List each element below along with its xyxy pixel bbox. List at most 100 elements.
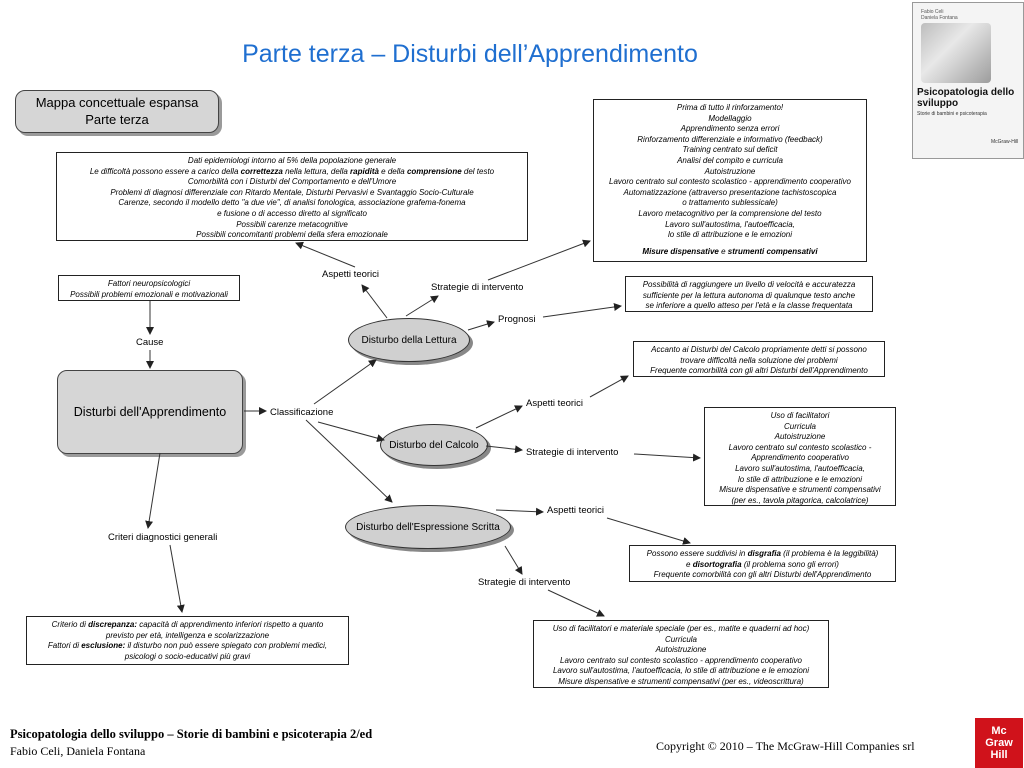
note-line: Uso di facilitatori xyxy=(770,411,830,420)
book-authors: Fabio Celi Daniela Fontana xyxy=(921,9,958,21)
note-line: trovare difficoltà nella soluzione dei p… xyxy=(680,355,838,365)
node-disturbo-calcolo: Disturbo del Calcolo xyxy=(380,424,488,466)
note-line: Lavoro centrato sul contesto scolastico … xyxy=(609,177,851,187)
node-calcolo-label: Disturbo del Calcolo xyxy=(389,439,479,451)
note-scritta-teorici: Possono essere suddivisi in disgrafia (i… xyxy=(629,545,896,582)
note-line: lo stile di attribuzione e le emozioni xyxy=(737,474,863,484)
mcgraw-hill-logo: Mc Graw Hill xyxy=(975,718,1023,768)
book-publisher: McGraw-Hill xyxy=(991,139,1019,145)
note-line: psicologi o socio-educativi più gravi xyxy=(124,651,251,661)
footer-copyright: Copyright © 2010 – The McGraw-Hill Compa… xyxy=(656,739,915,753)
label-aspetti-teorici-calcolo: Aspetti teorici xyxy=(526,398,584,409)
note-line: Frequente comorbilità con gli altri Dist… xyxy=(653,570,872,580)
note-fattori: Fattori neuropsicologici Possibili probl… xyxy=(58,275,240,301)
note-line: e disortografia (il problema sono gli er… xyxy=(686,559,839,569)
arrow xyxy=(467,320,495,331)
logo-line-2: Graw xyxy=(985,737,1013,749)
arrow xyxy=(504,545,523,575)
note-line: (per es., tavola pitagorica, calcolatric… xyxy=(731,495,869,505)
book-cover-image: Fabio Celi Daniela Fontana Psicopatologi… xyxy=(912,2,1024,159)
arrow xyxy=(305,419,393,503)
note-line: Accanto ai Disturbi del Calcolo propriam… xyxy=(651,345,867,354)
note-line: e fusione o di accesso diretto al signif… xyxy=(217,208,367,218)
main-node-label: Disturbi dell'Apprendimento xyxy=(73,405,227,419)
arrow xyxy=(487,239,591,281)
label-prognosi: Prognosi xyxy=(498,314,536,325)
logo-line-1: Mc xyxy=(991,725,1007,737)
note-line: Misure dispensative e strumenti compensa… xyxy=(558,676,804,686)
note-line: Fattori neuropsicologici xyxy=(107,279,191,288)
book-cover-illustration xyxy=(921,23,991,83)
note-line: Prima di tutto il rinforzamento! xyxy=(676,103,784,112)
note-strategie-lettura: Prima di tutto il rinforzamento! Modella… xyxy=(593,99,867,262)
label-aspetti-teorici-lettura: Aspetti teorici xyxy=(322,269,380,280)
note-line: Autoistruzione xyxy=(704,166,756,176)
note-line: Apprendimento senza errori xyxy=(680,124,780,134)
note-line: Misure dispensative e strumenti compensa… xyxy=(642,246,818,256)
note-line: Criterio di discrepanza: capacità di app… xyxy=(51,620,324,629)
note-line: Lavoro centrato sul contesto scolastico … xyxy=(560,655,802,665)
note-line: Modellaggio xyxy=(708,113,752,123)
note-line: Automatizzazione (attraverso presentazio… xyxy=(623,187,837,197)
label-strategie-lettura: Strategie di intervento xyxy=(431,282,524,293)
note-line: Apprendimento cooperativo xyxy=(751,453,849,463)
arrow xyxy=(169,544,185,613)
concept-map-line-1: Mappa concettuale espansa xyxy=(35,95,199,110)
note-line: Lavoro sull'autostima, l'autoefficacia, … xyxy=(552,666,810,676)
note-line: Le difficoltà possono essere a carico de… xyxy=(89,166,495,176)
concept-map-line-2: Parte terza xyxy=(85,112,149,127)
label-classificazione: Classificazione xyxy=(270,407,334,418)
arrow xyxy=(547,589,605,617)
note-line: Misure dispensative e strumenti compensa… xyxy=(719,485,881,495)
note-line: Problemi di diagnosi differenziale con R… xyxy=(110,187,474,197)
note-line: Uso di facilitatori e materiale speciale… xyxy=(552,624,810,633)
arrow xyxy=(542,303,622,318)
note-calcolo-teorici: Accanto ai Disturbi del Calcolo propriam… xyxy=(633,341,885,377)
note-line: Lavoro centrato sul contesto scolastico … xyxy=(728,442,872,452)
footer-book-title: Psicopatologia dello sviluppo – Storie d… xyxy=(10,727,373,741)
note-line: Curricula xyxy=(664,634,697,644)
note-line: previsto per età, intelligenza e scolari… xyxy=(105,630,270,640)
note-prognosi: Possibilità di raggiungere un livello di… xyxy=(625,276,873,312)
note-line: Dati epidemiologi intorno al 5% della po… xyxy=(187,156,397,165)
node-lettura-label: Disturbo della Lettura xyxy=(361,334,457,346)
note-line: Lavoro metacognitivo per la comprensione… xyxy=(638,208,822,218)
note-line: Possibili problemi emozionali e motivazi… xyxy=(70,289,228,299)
label-cause: Cause xyxy=(136,337,164,348)
note-line: o trattamento sublessicale) xyxy=(682,198,778,208)
page-title: Parte terza – Disturbi dell’Apprendiment… xyxy=(242,40,698,68)
note-line: Possibili carenze metacognitive xyxy=(236,219,348,229)
arrow xyxy=(145,452,161,529)
label-strategie-calcolo: Strategie di intervento xyxy=(526,447,619,458)
note-line: Comorbilità con i Disturbi del Comportam… xyxy=(187,177,397,187)
label-aspetti-teorici-scritta: Aspetti teorici xyxy=(547,505,605,516)
arrow xyxy=(475,405,523,429)
note-epidemiologia: Dati epidemiologi intorno al 5% della po… xyxy=(56,152,528,241)
note-line: Curricula xyxy=(783,421,816,431)
arrow xyxy=(485,445,523,454)
note-line: Analisi del compito e curricula xyxy=(677,155,783,165)
note-line: Possibilità di raggiungere un livello di… xyxy=(642,280,856,289)
note-line: Rinforzamento differenziale e informativ… xyxy=(637,134,823,144)
node-disturbo-lettura: Disturbo della Lettura xyxy=(348,318,470,362)
arrow xyxy=(606,517,691,545)
note-line: Lavoro sull'autostima, l'autoefficacia, xyxy=(735,463,865,473)
arrow xyxy=(405,295,439,317)
arrow xyxy=(295,241,356,268)
footer-authors: Fabio Celi, Daniela Fontana xyxy=(10,744,146,758)
arrow xyxy=(313,359,377,405)
main-node-disturbi: Disturbi dell'Apprendimento xyxy=(57,370,243,454)
note-line: lo stile di attribuzione e le emozioni xyxy=(667,230,793,240)
note-line: Fattori di esclusione: il disturbo non p… xyxy=(47,641,328,651)
note-line: Possono essere suddivisi in disgrafia (i… xyxy=(646,549,879,558)
node-scritta-label: Disturbo dell'Espressione Scritta xyxy=(356,521,500,533)
note-line: sufficiente per la lettura autonoma di q… xyxy=(642,290,856,300)
note-criteri: Criterio di discrepanza: capacità di app… xyxy=(26,616,349,665)
arrow xyxy=(317,421,385,443)
note-line: Autoistruzione xyxy=(655,645,707,655)
label-strategie-scritta: Strategie di intervento xyxy=(478,577,571,588)
node-disturbo-scritta: Disturbo dell'Espressione Scritta xyxy=(345,505,511,549)
note-line: Autoistruzione xyxy=(774,432,826,442)
book-title: Psicopatologia dello sviluppo xyxy=(917,87,1015,109)
